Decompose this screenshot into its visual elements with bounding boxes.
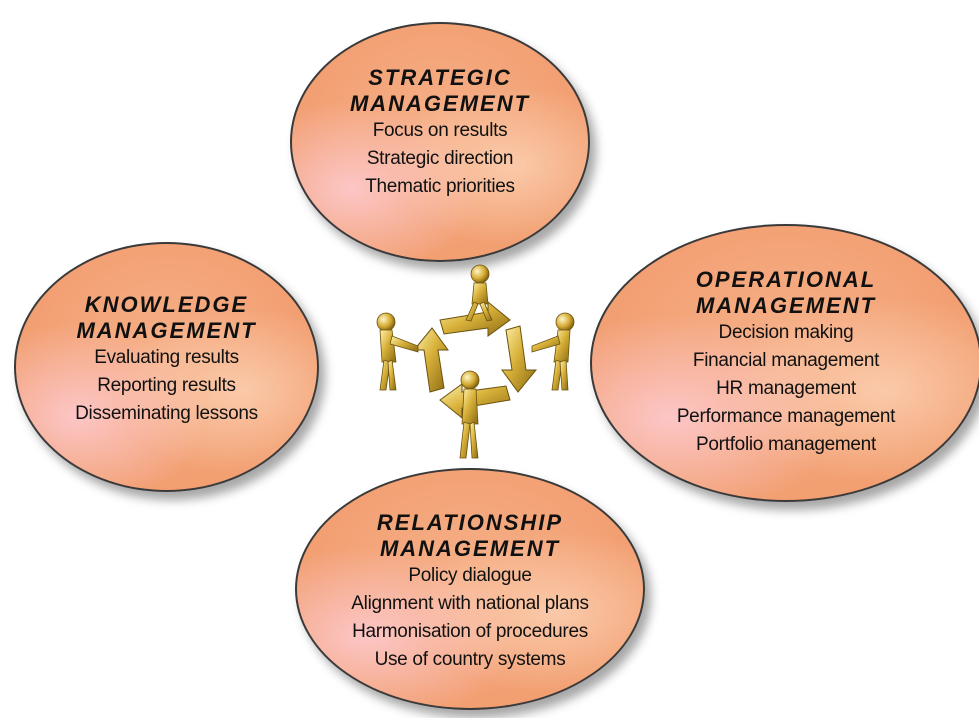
operational-item: Decision making	[718, 322, 854, 343]
figure-left	[376, 312, 419, 391]
knowledge-item: Evaluating results	[94, 347, 239, 368]
relationship-item: Harmonisation of procedures	[352, 621, 588, 642]
relationship-item: Policy dialogue	[408, 565, 532, 586]
figure-bottom	[459, 370, 480, 459]
knowledge-title-line2: MANAGEMENT	[76, 318, 257, 343]
strategic-title-line1: STRATEGIC	[368, 65, 512, 90]
relationship-title-line1: RELATIONSHIP	[376, 510, 564, 535]
figure-top	[465, 264, 493, 322]
arrow-left	[412, 327, 449, 393]
arrow-right	[501, 325, 538, 393]
operational-item: Financial management	[692, 350, 880, 371]
operational-item: Performance management	[676, 406, 896, 427]
knowledge-management-ellipse: KNOWLEDGE MANAGEMENT Evaluating results …	[14, 242, 319, 492]
strategic-item: Focus on results	[372, 120, 508, 141]
strategic-item: Thematic priorities	[365, 176, 515, 197]
knowledge-item: Disseminating lessons	[75, 403, 258, 424]
relationship-item: Alignment with national plans	[351, 593, 589, 614]
knowledge-item: Reporting results	[97, 375, 236, 396]
knowledge-title-line1: KNOWLEDGE	[84, 292, 249, 317]
operational-management-ellipse: OPERATIONAL MANAGEMENT Decision making F…	[590, 224, 979, 502]
operational-title-line2: MANAGEMENT	[695, 293, 877, 318]
operational-item: HR management	[716, 378, 856, 399]
relationship-title-line2: MANAGEMENT	[379, 536, 561, 561]
figure-right	[531, 312, 575, 391]
strategic-title-line2: MANAGEMENT	[349, 91, 531, 116]
relationship-item: Use of country systems	[374, 649, 566, 670]
strategic-management-ellipse: STRATEGIC MANAGEMENT Focus on results St…	[290, 22, 590, 262]
cycle-arrows	[412, 300, 538, 420]
operational-item: Portfolio management	[696, 434, 876, 455]
operational-title-line1: OPERATIONAL	[695, 267, 877, 292]
relationship-management-ellipse: RELATIONSHIP MANAGEMENT Policy dialogue …	[295, 468, 645, 710]
four-figures-arrows-cycle-icon	[376, 264, 575, 459]
strategic-item: Strategic direction	[366, 148, 514, 169]
